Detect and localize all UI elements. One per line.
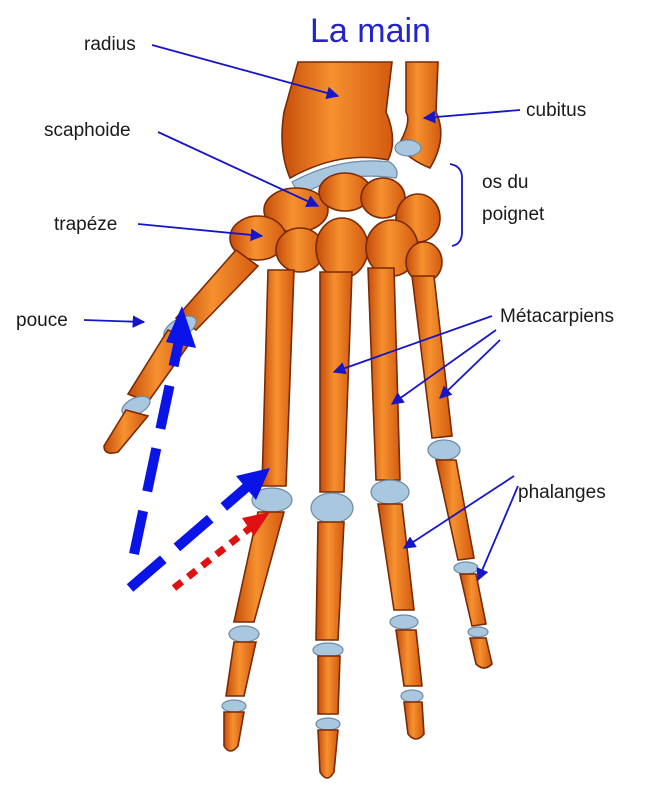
label-trapeze: trapéze	[54, 214, 117, 235]
little-finger-bones	[412, 276, 492, 668]
middle-finger-bones	[311, 272, 353, 778]
pointer-pouce	[84, 320, 144, 322]
index-finger-bones	[222, 270, 294, 751]
label-cubitus: cubitus	[526, 100, 586, 121]
cubitus-bone	[395, 62, 441, 168]
label-scaphoide: scaphoide	[44, 120, 131, 141]
ring-finger-bones	[368, 268, 424, 739]
label-os-du: os du	[482, 172, 528, 193]
poignet-bracket	[450, 164, 462, 246]
carpal-bones	[230, 173, 442, 282]
label-radius: radius	[84, 34, 136, 55]
pointer-metacarpiens-1	[334, 316, 492, 372]
label-poignet: poignet	[482, 204, 545, 225]
label-pouce: pouce	[16, 310, 68, 331]
label-metacarpiens: Métacarpiens	[500, 306, 614, 327]
label-phalanges: phalanges	[518, 482, 606, 503]
pointer-phalanges-2	[478, 486, 518, 580]
diagram-title: La main	[310, 12, 431, 50]
pointer-cubitus	[424, 110, 520, 118]
